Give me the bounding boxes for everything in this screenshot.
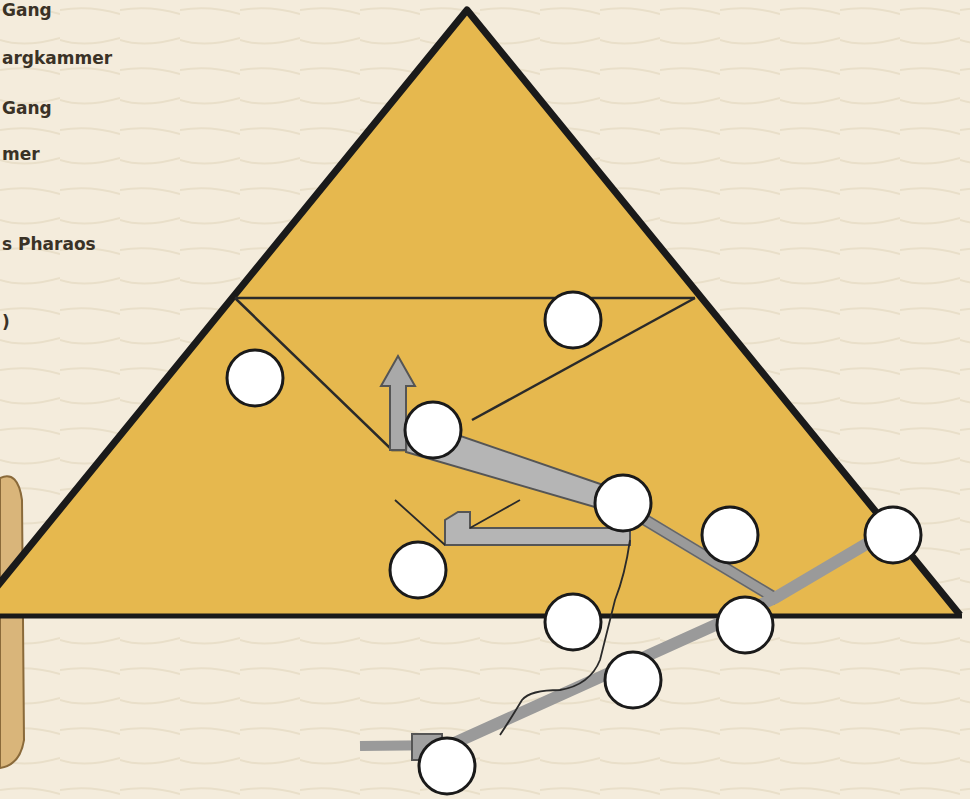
inner-line (235, 297, 695, 300)
air-shaft (395, 500, 520, 545)
mummy-case (0, 476, 24, 768)
side-label: argkammer (2, 48, 112, 68)
callout-circles (227, 292, 921, 794)
side-label: Gang (2, 98, 52, 118)
side-label: ) (2, 312, 10, 332)
well-shaft (500, 540, 630, 735)
pyramid-outline (0, 10, 960, 615)
pyramid-body (0, 10, 960, 615)
side-label: Gang (2, 0, 52, 20)
side-label: s Pharaos (2, 234, 96, 254)
ground-line (0, 614, 962, 619)
descending-passage (450, 530, 890, 745)
side-label: mer (2, 144, 40, 164)
